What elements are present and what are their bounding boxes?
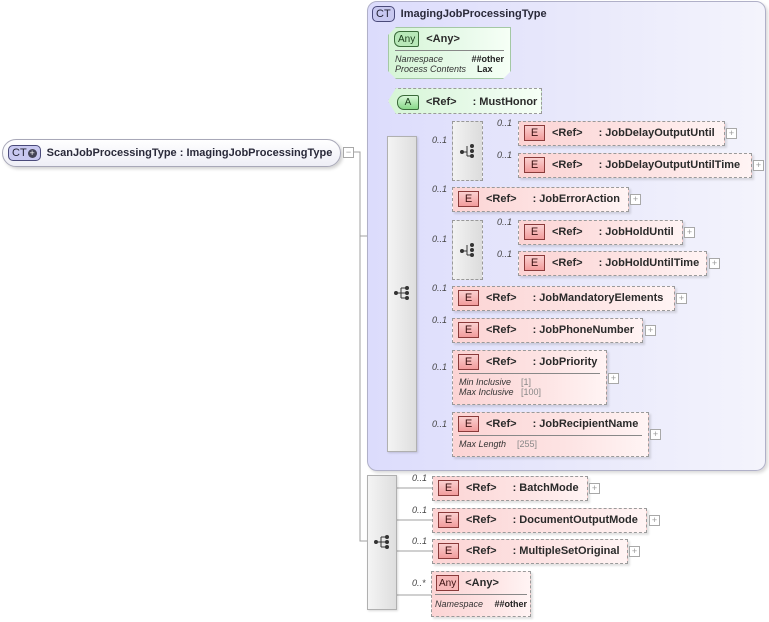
occurrence-label: 0..1 — [412, 505, 428, 515]
attribute-icon: A — [397, 94, 419, 110]
expand-toggle[interactable]: + — [684, 227, 695, 238]
element-job-delay-output-until-time[interactable]: E<Ref>: JobDelayOutputUntilTime — [518, 153, 752, 178]
occurrence-label: 0..1 — [412, 473, 428, 483]
element-icon: E — [458, 191, 479, 207]
sequence-icon — [394, 286, 409, 300]
occurrence-label: 0..1 — [432, 234, 448, 244]
choice-icon — [460, 243, 474, 257]
choice-compositor[interactable] — [452, 121, 483, 181]
element-job-hold-until[interactable]: E<Ref>: JobHoldUntil — [518, 220, 683, 245]
root-complex-type[interactable]: CT+ ScanJobProcessingType : ImagingJobPr… — [2, 139, 341, 167]
attribute-name: : MustHonor — [472, 96, 538, 108]
occurrence-label: 0..1 — [432, 419, 448, 429]
element-batch-mode[interactable]: E<Ref>: BatchMode — [432, 476, 588, 501]
choice-icon — [460, 144, 474, 158]
any-label: <Any> — [426, 33, 460, 45]
expand-toggle[interactable]: + — [589, 483, 600, 494]
element-job-error-action[interactable]: E<Ref>: JobErrorAction — [452, 187, 629, 212]
expand-toggle[interactable]: + — [676, 293, 687, 304]
expand-toggle[interactable]: + — [649, 515, 660, 526]
element-job-priority[interactable]: E<Ref>: JobPriority Min Inclusive[1] Max… — [452, 350, 607, 405]
expand-toggle[interactable]: + — [630, 194, 641, 205]
element-icon: E — [458, 354, 479, 370]
occurrence-label: 0..1 — [497, 118, 513, 128]
base-type-header: CT ImagingJobProcessingType — [372, 6, 547, 22]
sequence-icon — [374, 535, 389, 549]
complex-type-extension-icon: CT+ — [8, 145, 41, 161]
expand-toggle[interactable]: + — [709, 258, 720, 269]
base-type-title: ImagingJobProcessingType — [400, 8, 547, 20]
occurrence-label: 0..* — [412, 578, 426, 588]
expand-toggle[interactable]: + — [650, 429, 661, 440]
occurrence-label: 0..1 — [412, 536, 428, 546]
complex-type-icon: CT — [372, 6, 395, 22]
element-icon: E — [438, 512, 459, 528]
element-icon: E — [458, 416, 479, 432]
any-attribute-box[interactable]: Any <Any> Namespace##other Process Conte… — [388, 27, 511, 79]
element-job-recipient-name[interactable]: E<Ref>: JobRecipientName Max Length[255] — [452, 412, 649, 457]
occurrence-label: 0..1 — [432, 135, 448, 145]
root-type-label: ScanJobProcessingType : ImagingJobProces… — [46, 147, 333, 159]
connector — [354, 151, 368, 542]
element-icon: E — [458, 290, 479, 306]
expand-toggle[interactable]: + — [645, 325, 656, 336]
occurrence-label: 0..1 — [432, 283, 448, 293]
occurrence-label: 0..1 — [497, 150, 513, 160]
expand-toggle[interactable]: + — [753, 160, 764, 171]
expand-toggle[interactable]: + — [726, 128, 737, 139]
any-attribute-icon: Any — [394, 31, 419, 47]
expand-toggle[interactable]: + — [629, 546, 640, 557]
element-job-hold-until-time[interactable]: E<Ref>: JobHoldUntilTime — [518, 251, 707, 276]
any-element-icon: Any — [436, 575, 460, 591]
occurrence-label: 0..1 — [497, 249, 513, 259]
occurrence-label: 0..1 — [432, 184, 448, 194]
occurrence-label: 0..1 — [432, 362, 448, 372]
element-icon: E — [524, 255, 545, 271]
attribute-must-honor[interactable]: A <Ref> : MustHonor — [388, 88, 542, 114]
element-icon: E — [438, 543, 459, 559]
element-job-phone-number[interactable]: E<Ref>: JobPhoneNumber — [452, 318, 643, 343]
extension-sequence-compositor[interactable] — [367, 475, 397, 610]
any-element-box[interactable]: Any<Any> Namespace##other — [431, 571, 531, 617]
element-job-mandatory-elements[interactable]: E<Ref>: JobMandatoryElements — [452, 286, 675, 311]
element-job-delay-output-until[interactable]: E<Ref>: JobDelayOutputUntil — [518, 121, 725, 146]
expand-toggle[interactable]: + — [608, 373, 619, 384]
element-icon: E — [524, 125, 545, 141]
element-icon: E — [524, 157, 545, 173]
element-icon: E — [458, 322, 479, 338]
element-multiple-set-original[interactable]: E<Ref>: MultipleSetOriginal — [432, 539, 628, 564]
choice-compositor[interactable] — [452, 220, 483, 280]
sequence-compositor[interactable] — [387, 136, 417, 452]
occurrence-label: 0..1 — [497, 217, 513, 227]
element-icon: E — [438, 480, 459, 496]
collapse-toggle[interactable]: − — [343, 147, 354, 158]
occurrence-label: 0..1 — [432, 315, 448, 325]
element-icon: E — [524, 224, 545, 240]
element-document-output-mode[interactable]: E<Ref>: DocumentOutputMode — [432, 508, 647, 533]
